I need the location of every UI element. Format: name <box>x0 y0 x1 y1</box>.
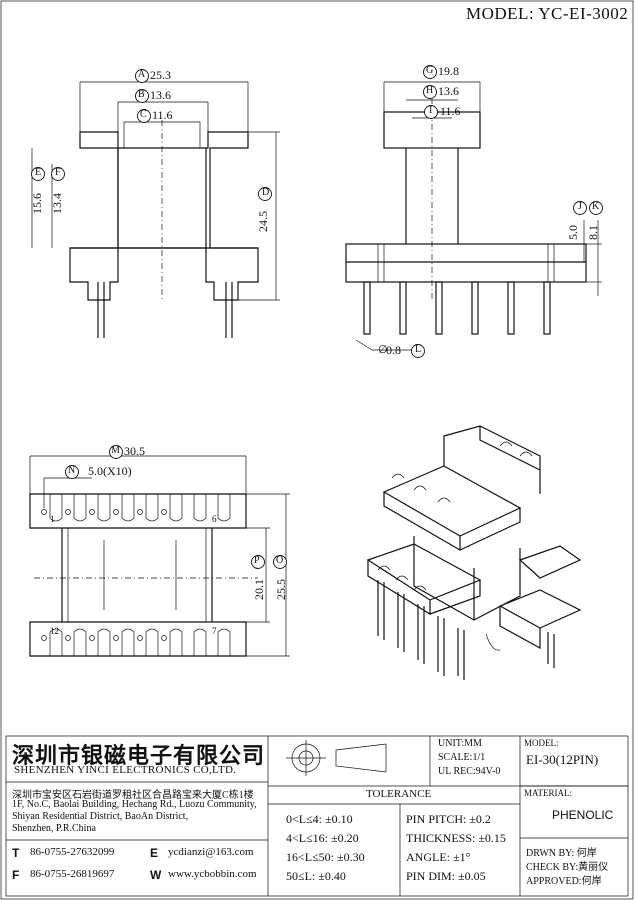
dim-letter-J: J <box>578 201 582 212</box>
dim-letter-N: N <box>68 465 76 476</box>
address-en-1: 1F, No.C, Baolai Building, Hechang Rd., … <box>12 799 257 810</box>
dim-M-value: 30.5 <box>124 444 145 458</box>
pin-label-7: 7 <box>212 626 217 636</box>
dim-E-value: 15.6 <box>30 193 44 214</box>
web-label: W <box>150 868 162 882</box>
email-label: E <box>150 846 159 860</box>
fax-label: F <box>12 868 20 882</box>
tolerance-row-3: 16<L≤50: ±0.30 <box>286 850 365 864</box>
dim-letter-A: A <box>138 69 146 80</box>
dim-letter-F: F <box>55 167 61 178</box>
dim-letter-C: C <box>140 109 147 120</box>
address-en-2: Shiyan Residential District, BaoAn Distr… <box>12 811 189 822</box>
email-address[interactable]: ycdianzi@163.com <box>168 846 254 858</box>
pin-tolerance-4: PIN DIM: ±0.05 <box>406 869 486 883</box>
tel-number: 86-0755-27632099 <box>30 846 115 858</box>
dim-A-value: 25.3 <box>150 68 171 82</box>
dim-H-value: 13.6 <box>438 84 459 98</box>
top-view <box>29 455 290 657</box>
model-header: MODEL: YC-EI-3002 <box>466 4 629 23</box>
tolerance-row-2: 4<L≤16: ±0.20 <box>286 831 359 845</box>
tolerance-row-4: 50≤L: ±0.40 <box>286 869 346 883</box>
material-value: PHENOLIC <box>552 808 614 822</box>
isometric-view <box>366 425 582 680</box>
pin-tolerance-1: PIN PITCH: ±0.2 <box>406 812 491 826</box>
dim-letter-B: B <box>138 89 145 100</box>
dim-I-value: 11.6 <box>440 104 461 118</box>
front-view <box>31 81 280 338</box>
dim-K-value: 8.1 <box>586 225 600 240</box>
dim-L-prefix: ∅ <box>378 344 388 356</box>
dim-G-value: 19.8 <box>438 64 459 78</box>
dim-letter-H: H <box>426 85 434 96</box>
address-en-3: Shenzhen, P.R.China <box>12 823 96 834</box>
tolerance-row-1: 0<L≤4: ±0.10 <box>286 812 353 826</box>
title-block <box>5 735 629 897</box>
company-name-cn: 深圳市银磁电子有限公司 <box>12 743 266 768</box>
approved-by: APPROVED:何岸 <box>526 876 602 887</box>
dim-letter-I: I <box>429 105 433 116</box>
ul-spec: UL REC:94V-0 <box>438 766 501 777</box>
dim-F-value: 13.4 <box>50 193 64 214</box>
tel-label: T <box>12 846 20 860</box>
fax-number: 86-0755-26819697 <box>30 868 115 880</box>
dim-letter-circles <box>31 65 603 569</box>
pin-label-6: 6 <box>212 514 217 524</box>
pin-label-12: 12 <box>50 626 59 636</box>
dim-B-value: 13.6 <box>150 88 171 102</box>
dim-letter-G: G <box>426 65 434 76</box>
dim-C-value: 11.6 <box>152 108 173 122</box>
check-by: CHECK BY:黄丽仪 <box>526 862 609 873</box>
address-cn: 深圳市宝安区石岩街道罗租社区合昌路宝来大厦C栋1楼 <box>12 790 254 801</box>
dim-letter-D: D <box>262 187 270 198</box>
dim-D-value: 24.5 <box>256 211 270 232</box>
dim-letter-E: E <box>35 167 42 178</box>
dim-letter-M: M <box>111 445 120 456</box>
unit-spec: UNIT:MM <box>438 738 482 749</box>
dim-letter-K: K <box>592 201 600 212</box>
pin-tolerance-2: THICKNESS: ±0.15 <box>406 831 506 845</box>
dim-L-value: 0.8 <box>386 343 401 357</box>
website[interactable]: www.ycbobbin.com <box>168 868 257 880</box>
scale-spec: SCALE:1/1 <box>438 752 486 763</box>
side-view <box>345 81 602 351</box>
model-box-label: MODEL: <box>524 738 559 748</box>
company-name-en: SHENZHEN YINCI ELECTRONICS CO,LTD. <box>14 764 237 776</box>
dim-N-value: 5.0(X10) <box>88 464 132 478</box>
dim-letter-P: P <box>254 555 260 566</box>
dim-O-value: 25.5 <box>274 579 288 600</box>
material-label: MATERIAL: <box>524 788 572 798</box>
pin-label-1: 1 <box>50 514 55 524</box>
model-box-value: EI-30(12PIN) <box>526 752 599 767</box>
dim-J-value: 5.0 <box>566 225 580 240</box>
drawn-by: DRWN BY: 何岸 <box>526 848 597 859</box>
dim-letter-L: L <box>415 344 422 355</box>
dim-P-value: 20.1 <box>252 579 266 600</box>
tolerance-title: TOLERANCE <box>366 788 432 800</box>
pin-tolerance-3: ANGLE: ±1° <box>406 850 471 864</box>
dim-letter-O: O <box>276 555 284 566</box>
